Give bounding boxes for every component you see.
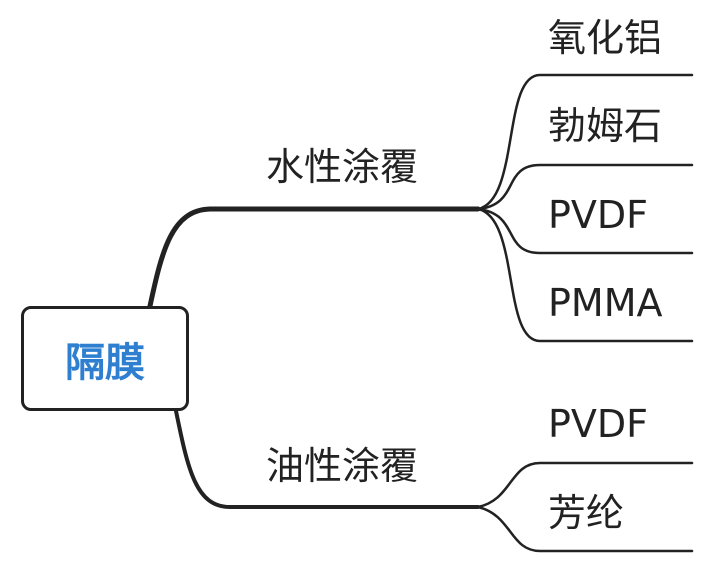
connector-b1-leaf-1: [476, 73, 694, 211]
branch-label-oil-coating: 油性涂覆: [266, 444, 419, 488]
connector-b1-leaf-3: [476, 207, 694, 255]
leaf-label-alumina: 氧化铝: [548, 16, 663, 60]
root-label: 隔膜: [65, 339, 145, 386]
connector-b1-leaf-2: [476, 163, 694, 211]
leaf-label-pvdf-oil: PVDF: [548, 402, 649, 446]
leaf-label-pmma: PMMA: [548, 281, 663, 325]
connector-root-branch-2: [174, 409, 480, 509]
connector-root-branch-1: [147, 206, 481, 309]
connector-b2-leaf-2: [476, 505, 694, 553]
leaf-label-boehmite: 勃姆石: [548, 104, 663, 148]
leaf-label-aramid: 芳纶: [548, 491, 625, 535]
branch-label-water-coating: 水性涂覆: [266, 145, 419, 189]
root-node: 隔膜: [21, 306, 189, 411]
connector-b1-leaf-4: [476, 207, 694, 343]
leaf-label-pvdf-water: PVDF: [548, 193, 649, 237]
connector-b2-leaf-1: [476, 461, 694, 509]
